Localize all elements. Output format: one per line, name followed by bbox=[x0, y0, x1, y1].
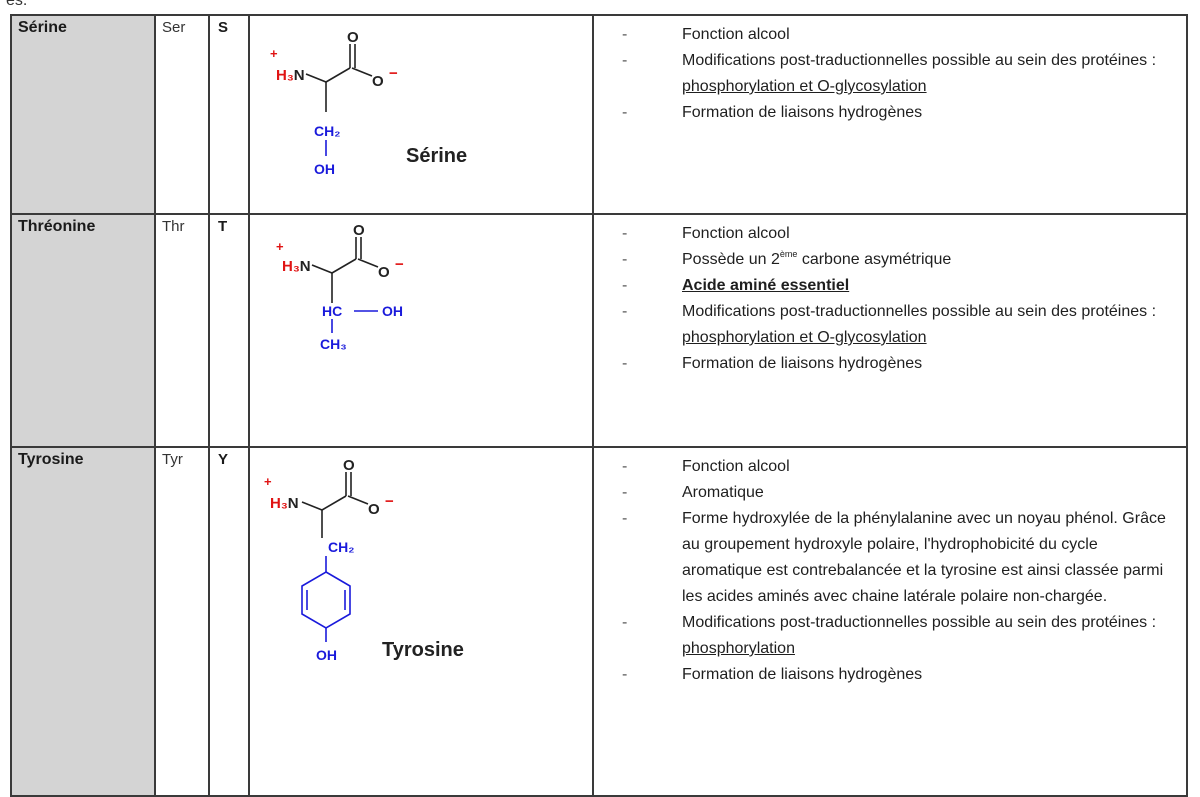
three-letter-code: Ser bbox=[154, 14, 210, 215]
carbonyl-oxygen: O bbox=[353, 222, 365, 239]
properties-list: Fonction alcoolPossède un 2ème carbone a… bbox=[622, 221, 1180, 377]
property-item: Modifications post-traductionnelles poss… bbox=[622, 610, 1180, 662]
cropped-heading-fragment: es. bbox=[6, 0, 28, 9]
charge-minus: − bbox=[385, 493, 394, 510]
one-letter-code: S bbox=[208, 14, 250, 215]
properties-cell: Fonction alcoolAromatiqueForme hydroxylé… bbox=[592, 446, 1188, 797]
property-item: Fonction alcool bbox=[622, 22, 1180, 48]
charge-plus: + bbox=[264, 474, 272, 489]
three-letter-code: Tyr bbox=[154, 446, 210, 797]
side-chain-ch2: CH₂ bbox=[328, 539, 354, 555]
amino-acid-name: Tyrosine bbox=[10, 446, 156, 797]
property-text: phosphorylation et O-glycosylation bbox=[682, 329, 927, 346]
property-text: Modifications post-traductionnelles poss… bbox=[682, 303, 1157, 320]
properties-list: Fonction alcoolAromatiqueForme hydroxylé… bbox=[622, 454, 1180, 688]
property-text: Formation de liaisons hydrogènes bbox=[682, 666, 923, 683]
charge-plus: + bbox=[270, 46, 278, 61]
one-letter-code: T bbox=[208, 213, 250, 448]
property-item: Modifications post-traductionnelles poss… bbox=[622, 299, 1180, 351]
carboxylate-oxygen: O bbox=[378, 264, 390, 281]
carbonyl-oxygen: O bbox=[347, 29, 359, 46]
amino-acid-name: Thréonine bbox=[10, 213, 156, 448]
charge-plus: + bbox=[276, 239, 284, 254]
property-item: Fonction alcool bbox=[622, 454, 1180, 480]
ammonium-label: H₃N bbox=[276, 67, 305, 84]
property-text: Possède un 2 bbox=[682, 251, 780, 268]
one-letter-code: Y bbox=[208, 446, 250, 797]
amino-acid-table: Sérine Ser S + H₃N O O − CH₂ OH bbox=[10, 14, 1188, 797]
structure-cell: + H₃N O O − CH₂ OH Sérine bbox=[248, 14, 594, 215]
charge-minus: − bbox=[395, 256, 404, 273]
carboxylate-oxygen: O bbox=[372, 73, 384, 90]
property-item: Aromatique bbox=[622, 480, 1180, 506]
property-text: phosphorylation bbox=[682, 640, 795, 657]
property-text: phosphorylation et O-glycosylation bbox=[682, 78, 927, 95]
property-text: ème bbox=[779, 249, 798, 259]
property-text: Fonction alcool bbox=[682, 225, 790, 242]
properties-cell: Fonction alcoolPossède un 2ème carbone a… bbox=[592, 213, 1188, 448]
ammonium-label: H₃N bbox=[270, 495, 299, 512]
property-item: Forme hydroxylée de la phénylalanine ave… bbox=[622, 506, 1180, 610]
side-chain-oh: OH bbox=[382, 303, 403, 319]
property-text: Forme hydroxylée de la phénylalanine ave… bbox=[682, 510, 1166, 605]
property-text: Acide aminé essentiel bbox=[682, 277, 850, 294]
property-item: Acide aminé essentiel bbox=[622, 273, 1180, 299]
property-text: Modifications post-traductionnelles poss… bbox=[682, 52, 1157, 69]
carboxylate-oxygen: O bbox=[368, 501, 380, 518]
table-row-serine: Sérine Ser S + H₃N O O − CH₂ OH bbox=[10, 14, 1188, 215]
side-chain-oh: OH bbox=[316, 647, 337, 663]
property-text: Fonction alcool bbox=[682, 26, 790, 43]
property-item: Modifications post-traductionnelles poss… bbox=[622, 48, 1180, 100]
property-item: Formation de liaisons hydrogènes bbox=[622, 351, 1180, 377]
structure-cell: + H₃N O O − CH₂ OH Tyrosine bbox=[248, 446, 594, 797]
threonine-structure-diagram: + H₃N O O − HC OH CH₃ bbox=[276, 222, 404, 352]
property-item: Fonction alcool bbox=[622, 221, 1180, 247]
property-item: Possède un 2ème carbone asymétrique bbox=[622, 247, 1180, 273]
side-chain-ch3: CH₃ bbox=[320, 336, 347, 352]
property-text: carbone asymétrique bbox=[797, 251, 952, 268]
side-chain-hc: HC bbox=[322, 303, 342, 319]
properties-cell: Fonction alcoolModifications post-traduc… bbox=[592, 14, 1188, 215]
side-chain-ch2: CH₂ bbox=[314, 123, 340, 139]
property-text: Formation de liaisons hydrogènes bbox=[682, 355, 923, 372]
property-text: Aromatique bbox=[682, 484, 764, 501]
table-row-threonine: Thréonine Thr T + H₃N O bbox=[10, 213, 1188, 448]
property-item: Formation de liaisons hydrogènes bbox=[622, 662, 1180, 688]
property-item: Formation de liaisons hydrogènes bbox=[622, 100, 1180, 126]
amino-acid-name: Sérine bbox=[10, 14, 156, 215]
ammonium-label: H₃N bbox=[282, 258, 311, 275]
side-chain-oh: OH bbox=[314, 161, 335, 177]
carbonyl-oxygen: O bbox=[343, 457, 355, 474]
table-row-tyrosine: Tyrosine Tyr Y bbox=[10, 446, 1188, 797]
property-text: Formation de liaisons hydrogènes bbox=[682, 104, 923, 121]
property-text: Modifications post-traductionnelles poss… bbox=[682, 614, 1157, 631]
tyrosine-structure-diagram: + H₃N O O − CH₂ OH Tyrosine bbox=[264, 457, 464, 663]
structure-caption: Tyrosine bbox=[382, 639, 464, 661]
serine-structure-diagram: + H₃N O O − CH₂ OH Sérine bbox=[270, 29, 467, 177]
properties-list: Fonction alcoolModifications post-traduc… bbox=[622, 22, 1180, 126]
structure-cell: + H₃N O O − HC OH CH₃ bbox=[248, 213, 594, 448]
charge-minus: − bbox=[389, 65, 398, 82]
structure-caption: Sérine bbox=[406, 145, 467, 167]
three-letter-code: Thr bbox=[154, 213, 210, 448]
property-text: Fonction alcool bbox=[682, 458, 790, 475]
